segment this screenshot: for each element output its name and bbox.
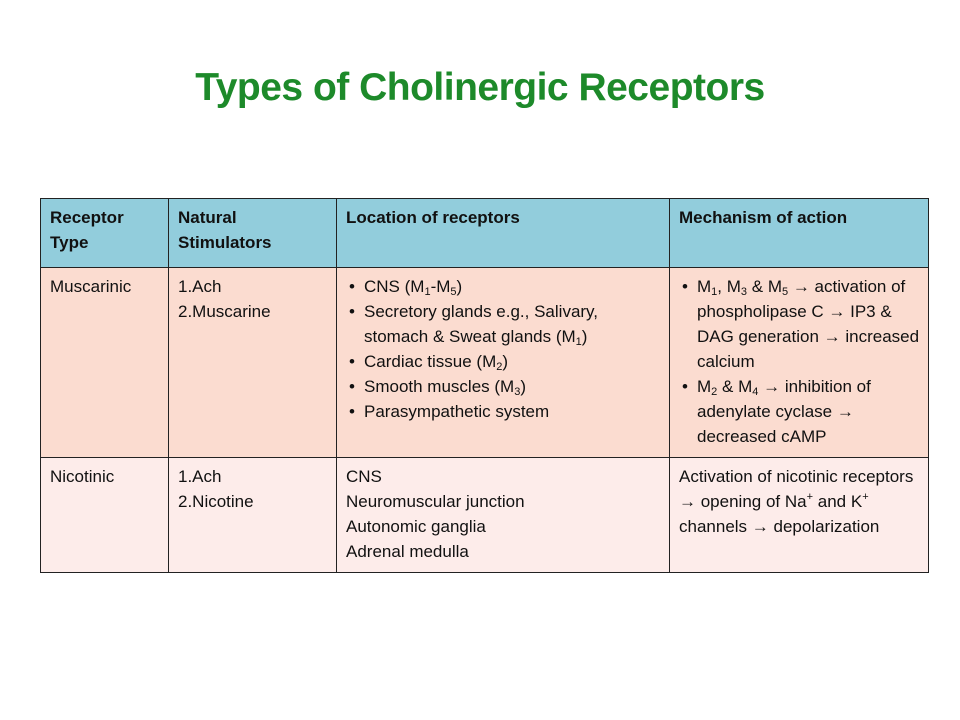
stimulator-item: 2.Muscarine	[178, 302, 271, 321]
location-item: Smooth muscles (M3)	[349, 374, 661, 399]
stimulator-item: 1.Ach	[178, 277, 222, 296]
header-row: Receptor Type Natural Stimulators Locati…	[40, 198, 929, 268]
cell-locations: CNS Neuromuscular junction Autonomic gan…	[336, 457, 670, 573]
table-row-muscarinic: Muscarinic 1.Ach 2.Muscarine CNS (M1-M5)…	[40, 267, 929, 458]
location-item: CNS (M1-M5)	[349, 274, 661, 299]
location-item: Cardiac tissue (M2)	[349, 349, 661, 374]
location-item: Secretory glands e.g., Salivary, stomach…	[349, 299, 661, 349]
cell-stimulators: 1.Ach 2.Nicotine	[168, 457, 337, 573]
header-natural-stimulators: Natural Stimulators	[168, 198, 337, 268]
location-item: Autonomic ganglia	[346, 517, 486, 536]
table-row-nicotinic: Nicotinic 1.Ach 2.Nicotine CNS Neuromusc…	[40, 457, 929, 573]
header-location: Location of receptors	[336, 198, 670, 268]
slide-title: Types of Cholinergic Receptors	[195, 66, 765, 109]
cell-receptor-type: Nicotinic	[40, 457, 169, 573]
cell-receptor-type: Muscarinic	[40, 267, 169, 458]
cell-mechanism: Activation of nicotinic receptors → open…	[669, 457, 929, 573]
location-item: CNS	[346, 467, 382, 486]
cell-mechanisms: M1, M3 & M5 → activation of phospholipas…	[669, 267, 929, 458]
header-receptor-type: Receptor Type	[40, 198, 169, 268]
stimulator-item: 1.Ach	[178, 467, 222, 486]
cell-locations: CNS (M1-M5) Secretory glands e.g., Saliv…	[336, 267, 670, 458]
cell-stimulators: 1.Ach 2.Muscarine	[168, 267, 337, 458]
location-item: Neuromuscular junction	[346, 492, 525, 511]
receptor-table: Receptor Type Natural Stimulators Locati…	[40, 198, 929, 573]
mechanism-item: M2 & M4 → inhibition of adenylate cyclas…	[682, 374, 920, 449]
mechanism-item: M1, M3 & M5 → activation of phospholipas…	[682, 274, 920, 374]
header-mechanism: Mechanism of action	[669, 198, 929, 268]
location-item: Adrenal medulla	[346, 542, 469, 561]
location-item: Parasympathetic system	[349, 399, 661, 424]
stimulator-item: 2.Nicotine	[178, 492, 254, 511]
